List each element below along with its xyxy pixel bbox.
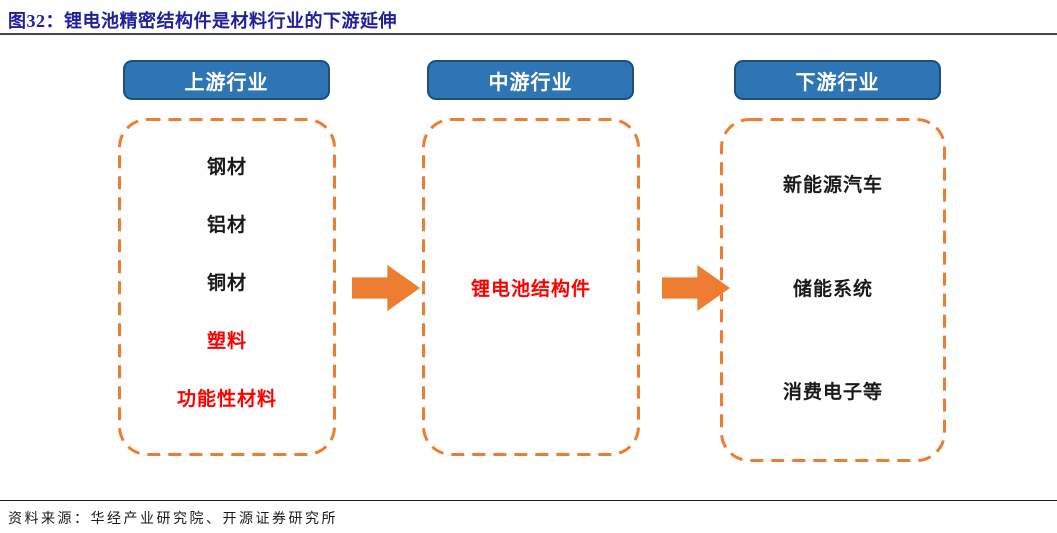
figure-title: 图32：锂电池精密结构件是材料行业的下游延伸 [8, 11, 397, 31]
application-item: 消费电子等 [782, 382, 883, 403]
material-item-highlighted: 塑料 [206, 331, 247, 352]
arrow-right-icon [352, 265, 420, 311]
header-downstream-industry: 下游行业 [734, 60, 941, 100]
material-item-highlighted: 功能性材料 [176, 389, 277, 410]
midstream-items-list: 锂电池结构件 [422, 118, 640, 456]
header-midstream-industry: 中游行业 [427, 60, 634, 100]
header-upstream-label: 上游行业 [184, 71, 269, 94]
application-item: 储能系统 [792, 278, 873, 300]
upstream-items-list: 钢材 铝材 铜材 塑料 功能性材料 [118, 118, 336, 456]
downstream-applications-box: 新能源汽车 储能系统 消费电子等 [720, 118, 946, 462]
title-divider [0, 33, 1057, 35]
header-upstream-industry: 上游行业 [123, 60, 330, 100]
midstream-product-box: 锂电池结构件 [422, 118, 640, 456]
product-item-highlighted: 锂电池结构件 [470, 278, 591, 300]
material-item: 铝材 [206, 215, 247, 236]
header-downstream-label: 下游行业 [795, 71, 880, 94]
dashed-border-outline [422, 118, 640, 456]
upstream-materials-box: 钢材 铝材 铜材 塑料 功能性材料 [118, 118, 336, 456]
header-midstream-label: 中游行业 [488, 71, 573, 94]
source-note: 资料来源：华经产业研究院、开源证券研究所 [8, 512, 338, 527]
material-item: 钢材 [206, 157, 247, 178]
source-divider [0, 500, 1057, 501]
downstream-items-list: 新能源汽车 储能系统 消费电子等 [720, 118, 946, 462]
dashed-border-outline [118, 118, 336, 456]
application-item: 新能源汽车 [782, 175, 883, 196]
dashed-border-outline [720, 118, 946, 462]
material-item: 铜材 [206, 273, 247, 294]
